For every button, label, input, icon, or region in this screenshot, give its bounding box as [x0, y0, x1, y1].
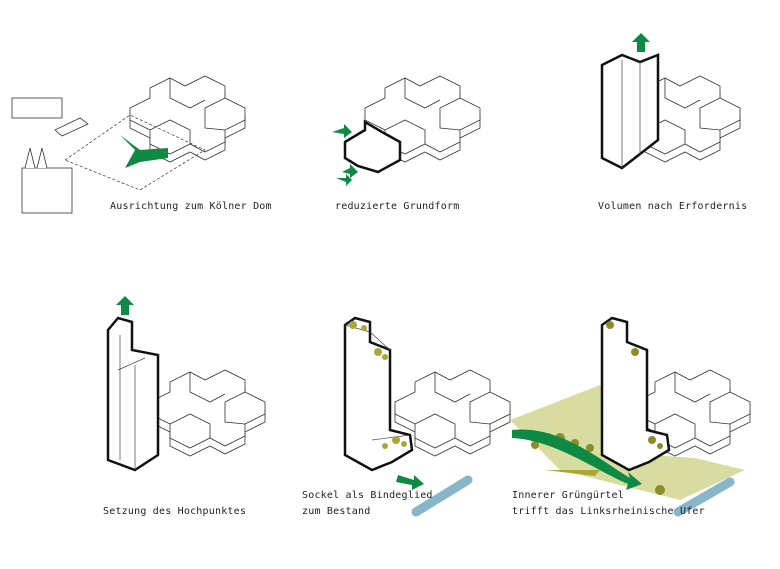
tower-volume [106, 316, 160, 472]
trees-icon [531, 321, 665, 495]
reduced-footprint [343, 119, 402, 174]
orientation-arrow-icon [120, 135, 168, 168]
caption-ausrichtung: Ausrichtung zum Kölner Dom [110, 201, 272, 212]
caption-volumen: Volumen nach Erfordernis [598, 201, 748, 212]
roof-trees-icon [349, 321, 407, 449]
panel-sockel [343, 316, 511, 517]
alignment-outline [64, 114, 206, 191]
panel-volumen [600, 33, 741, 170]
connection-arrow-icon [396, 475, 424, 490]
direction-arrows-icon [332, 124, 358, 186]
up-arrow-icon [116, 296, 134, 315]
tower-volume [600, 53, 660, 170]
building-cluster [129, 75, 246, 163]
green-belt-arrow-icon [512, 429, 642, 490]
caption-hochpunkt: Setzung des Hochpunktes [103, 506, 247, 517]
river-bar [411, 475, 473, 517]
building-cluster [149, 369, 266, 457]
river-bar [673, 477, 735, 517]
caption-grundform: reduzierte Grundform [335, 201, 460, 212]
panel-ausrichtung [11, 75, 246, 214]
panel-hochpunkt [106, 296, 266, 472]
tower-with-podium [600, 316, 671, 472]
up-arrow-icon [632, 33, 650, 52]
cathedral-sketch [11, 97, 89, 214]
tower-with-podium [343, 316, 414, 472]
panel-grundform [332, 75, 481, 186]
panel-gruenguertel [510, 316, 751, 517]
